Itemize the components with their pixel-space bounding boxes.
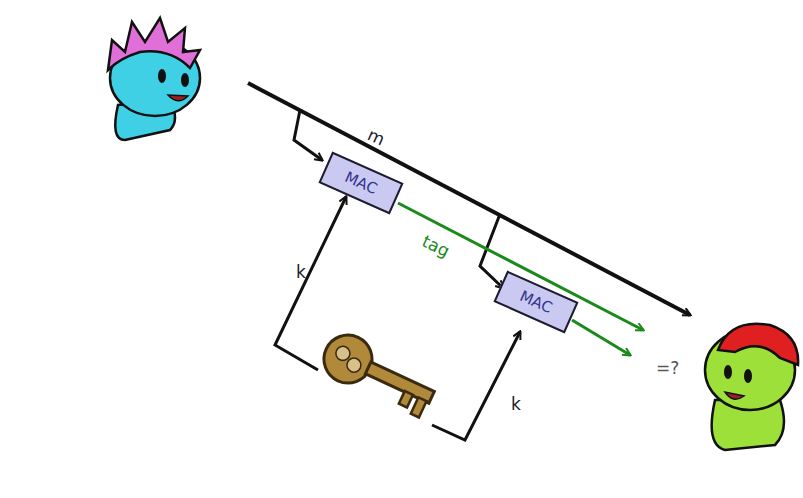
sender-character bbox=[108, 18, 200, 140]
message-wire bbox=[248, 83, 690, 315]
box-text: MAC bbox=[342, 168, 380, 198]
wire-label: k bbox=[296, 262, 306, 282]
mac-box: MAC bbox=[493, 271, 578, 334]
key-wire bbox=[432, 332, 520, 440]
key-icon bbox=[316, 327, 441, 420]
wire-label: tag bbox=[419, 231, 453, 261]
tag-wire bbox=[572, 320, 630, 355]
message-branch bbox=[294, 110, 322, 160]
mac-box: MAC bbox=[318, 152, 403, 215]
wire-label: k bbox=[511, 394, 521, 414]
box-text: MAC bbox=[517, 287, 555, 317]
wire-label: =? bbox=[656, 358, 679, 378]
receiver-character bbox=[705, 324, 798, 450]
